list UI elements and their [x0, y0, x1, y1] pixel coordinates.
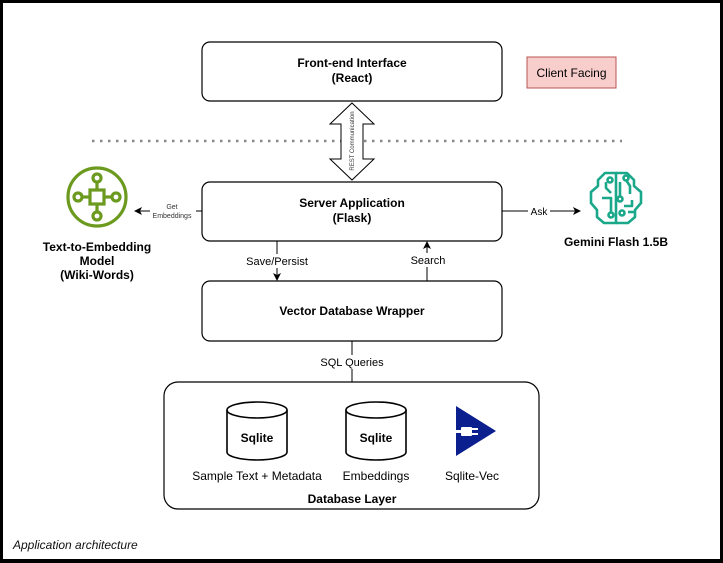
- embeddings-caption: Embeddings: [343, 469, 410, 483]
- embedding-model-node[interactable]: Text-to-Embedding Model (Wiki-Words): [43, 240, 151, 282]
- client-facing-label: Client Facing: [536, 66, 606, 80]
- rest-communication-arrow: REST Communication: [328, 102, 376, 181]
- search-edge: Search: [408, 241, 448, 281]
- plug-extension-icon: [456, 406, 496, 456]
- get-embeddings-label-2: Embeddings: [153, 213, 192, 220]
- db-label: Sqlite: [241, 431, 274, 445]
- frontend-title: Front-end Interface: [297, 56, 407, 70]
- server-subtitle: (Flask): [333, 211, 372, 225]
- client-facing-badge: Client Facing: [526, 56, 617, 89]
- database-layer-label: Database Layer: [308, 492, 397, 506]
- ask-edge: Ask: [502, 204, 581, 218]
- sql-queries-label: SQL Queries: [320, 357, 384, 369]
- search-label: Search: [411, 255, 446, 267]
- figure-caption: Application architecture: [13, 538, 138, 552]
- get-embeddings-edge: Get Embeddings: [134, 201, 202, 221]
- sql-queries-edge: SQL Queries: [318, 341, 386, 382]
- embedding-model-subtitle: Model: [80, 254, 115, 268]
- server-node[interactable]: Server Application (Flask): [201, 181, 503, 242]
- get-embeddings-label-1: Get: [166, 204, 177, 211]
- sqlite-database-cylinder[interactable]: Sqlite: [226, 401, 288, 461]
- vector-database-wrapper-node[interactable]: Vector Database Wrapper: [201, 280, 503, 342]
- frontend-subtitle: (React): [332, 71, 373, 85]
- ask-label: Ask: [531, 207, 549, 218]
- embedding-model-title: Text-to-Embedding: [43, 240, 151, 254]
- gemini-label[interactable]: Gemini Flash 1.5B: [564, 235, 668, 249]
- db-label: Sqlite: [360, 431, 393, 445]
- network-hub-icon: [66, 166, 128, 228]
- sqlite-vec-caption: Sqlite-Vec: [445, 469, 499, 483]
- save-persist-edge: Save/Persist: [245, 241, 309, 281]
- sample-text-metadata-caption: Sample Text + Metadata: [192, 469, 322, 483]
- embedding-model-variant: (Wiki-Words): [60, 268, 134, 282]
- ai-brain-icon: [589, 171, 643, 225]
- sqlite-database-cylinder[interactable]: Sqlite: [345, 401, 407, 461]
- vector-wrapper-title: Vector Database Wrapper: [279, 304, 425, 318]
- frontend-node[interactable]: Front-end Interface (React): [201, 41, 503, 102]
- rest-communication-label: REST Communication: [350, 111, 356, 170]
- server-title: Server Application: [299, 196, 405, 210]
- save-persist-label: Save/Persist: [246, 256, 308, 268]
